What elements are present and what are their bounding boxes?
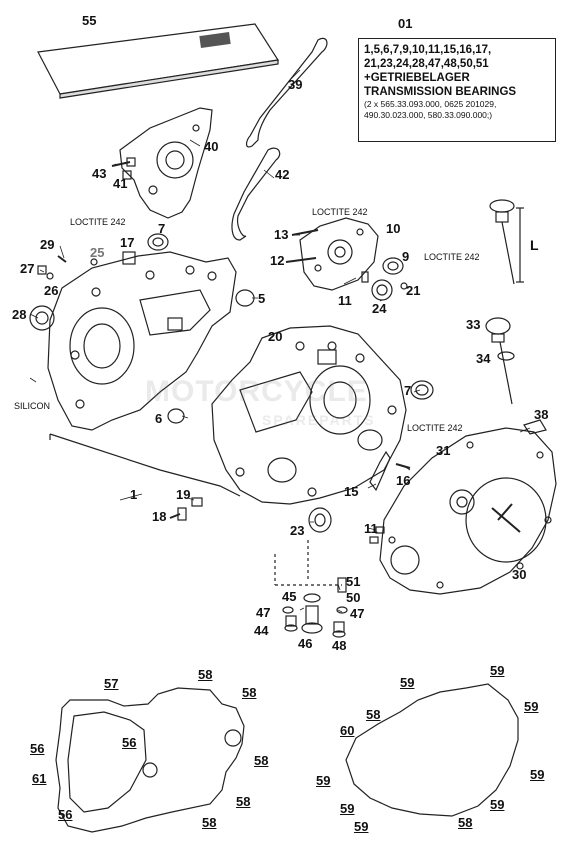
loctite-note-pump: LOCTITE 242 (312, 207, 368, 217)
callout-28: 28 (12, 307, 27, 322)
callout-19: 19 (176, 487, 191, 502)
callout-42: 42 (275, 167, 290, 182)
callout-59-h: 59 (354, 819, 369, 834)
callout-59-e: 59 (530, 767, 545, 782)
info-box: 1,5,6,7,9,10,11,15,16,17, 21,23,24,28,47… (358, 38, 556, 142)
callout-23: 23 (290, 523, 305, 538)
callout-51: 51 (346, 574, 361, 589)
chain-guide-39 (245, 37, 328, 148)
crankcase-left (47, 251, 237, 431)
callout-58-d: 58 (236, 794, 251, 809)
callout-46: 46 (298, 636, 313, 651)
callout-59-g: 59 (490, 797, 505, 812)
callout-12: 12 (270, 253, 285, 268)
crankcase-right (211, 325, 407, 505)
callout-16: 16 (396, 473, 411, 488)
callout-15: 15 (344, 484, 359, 499)
callout-41: 41 (113, 176, 128, 191)
callout-58-f: 58 (366, 707, 381, 722)
callout-56-b: 56 (122, 735, 137, 750)
callout-30: 30 (512, 567, 527, 582)
gasket-left (55, 687, 245, 833)
callout-33: 33 (466, 317, 481, 332)
callout-59-c: 59 (524, 699, 539, 714)
callout-59-a: 59 (400, 675, 415, 690)
info-box-line4: TRANSMISSION BEARINGS (364, 86, 517, 98)
callout-34: 34 (476, 351, 491, 366)
callout-47-right: 47 (350, 606, 365, 621)
callout-1: 1 (130, 487, 138, 502)
callout-11-bottom: 11 (364, 521, 378, 536)
callout-61: 61 (32, 771, 47, 786)
callout-27: 27 (20, 261, 35, 276)
loctite-note-right: LOCTITE 242 (424, 252, 480, 262)
callout-39: 39 (288, 77, 303, 92)
sprocket-cover-40 (119, 107, 213, 219)
callout-44: 44 (254, 623, 269, 638)
info-box-note2: 490.30.023.000, 580.33.090.000;) (364, 110, 493, 120)
pump-housing-10 (299, 217, 379, 291)
callout-38: 38 (534, 407, 549, 422)
manual-book-drawing (37, 23, 280, 99)
callout-58-e: 58 (202, 815, 217, 830)
info-box-ref: 01 (398, 16, 413, 31)
callout-56-a: 56 (30, 741, 45, 756)
callout-58-c: 58 (254, 753, 269, 768)
callout-24: 24 (372, 301, 387, 316)
callout-57: 57 (104, 676, 119, 691)
oil-plug-33 (485, 317, 515, 405)
callout-25: 25 (90, 245, 105, 260)
callout-40: 40 (204, 139, 219, 154)
callout-6: 6 (155, 411, 163, 426)
callout-7-top: 7 (158, 221, 166, 236)
callout-18: 18 (152, 509, 167, 524)
callout-10: 10 (386, 221, 401, 236)
dimension-label: L (530, 237, 539, 253)
callout-31: 31 (436, 443, 451, 458)
callout-58-g: 58 (458, 815, 473, 830)
callout-55: 55 (82, 13, 97, 28)
chain-guide-42 (231, 147, 281, 241)
callout-43: 43 (92, 166, 107, 181)
callout-60: 60 (340, 723, 355, 738)
callout-47-left: 47 (256, 605, 271, 620)
callout-13: 13 (274, 227, 289, 242)
callout-29: 29 (40, 237, 55, 252)
callout-9: 9 (402, 249, 410, 264)
callout-48: 48 (332, 638, 347, 653)
info-box-line1: 1,5,6,7,9,10,11,15,16,17, (364, 44, 492, 56)
info-box-line2: 21,23,24,28,47,48,50,51 (364, 58, 489, 70)
callout-26: 26 (44, 283, 59, 298)
loctite-note-left: LOCTITE 242 (70, 217, 126, 227)
dipstick (489, 199, 524, 285)
loctite-note-lower: LOCTITE 242 (407, 423, 463, 433)
callout-45: 45 (282, 589, 297, 604)
seal-28 (29, 305, 55, 331)
callout-59-d: 59 (316, 773, 331, 788)
clutch-cover-30 (379, 427, 557, 595)
callout-50: 50 (346, 590, 361, 605)
info-box-note1: (2 x 565.33.093.000, 0625 201029, (364, 99, 497, 109)
silicon-note: SILICON (14, 401, 51, 411)
watermark-text: MOTORCYCLE (145, 375, 368, 408)
watermark-subtext: SPAREPARTS (262, 412, 376, 428)
info-box-line3: +GETRIEBELAGER (364, 72, 470, 84)
callout-58-b: 58 (242, 685, 257, 700)
callout-11-top: 11 (338, 293, 352, 308)
callout-59-b: 59 (490, 663, 505, 678)
callout-20: 20 (268, 329, 283, 344)
callout-56-c: 56 (58, 807, 73, 822)
callout-5: 5 (258, 291, 266, 306)
callout-21: 21 (406, 283, 421, 298)
callout-7-right: 7 (404, 383, 412, 398)
gasket-right (345, 683, 519, 817)
callout-17: 17 (120, 235, 135, 250)
callout-58-a: 58 (198, 667, 213, 682)
callout-59-f: 59 (340, 801, 355, 816)
